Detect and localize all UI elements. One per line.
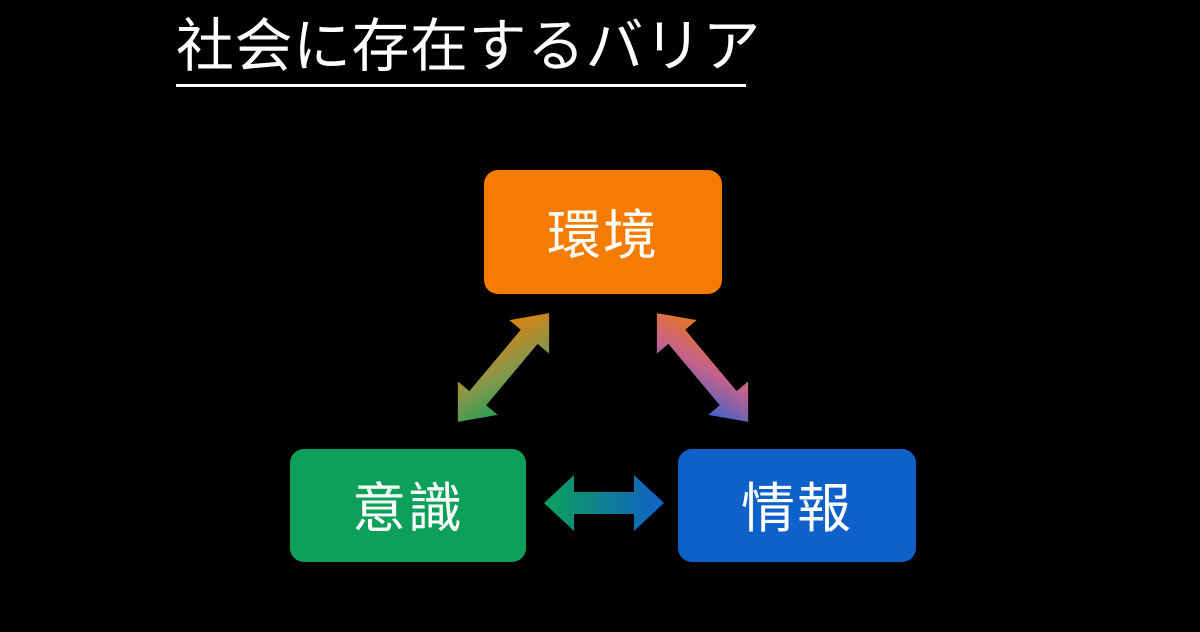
arrow-environment-information xyxy=(656,313,749,422)
arrow-awareness-environment xyxy=(457,313,550,422)
page-title: 社会に存在するバリア xyxy=(176,12,762,80)
arrow-awareness-information xyxy=(544,475,664,531)
node-environment[interactable]: 環境 xyxy=(484,170,722,294)
node-information[interactable]: 情報 xyxy=(678,449,916,562)
node-awareness-label: 意識 xyxy=(352,477,464,540)
node-awareness[interactable]: 意識 xyxy=(290,449,526,562)
node-information-label: 情報 xyxy=(741,477,853,540)
title-underline xyxy=(176,84,746,87)
node-environment-label: 環境 xyxy=(547,203,659,267)
